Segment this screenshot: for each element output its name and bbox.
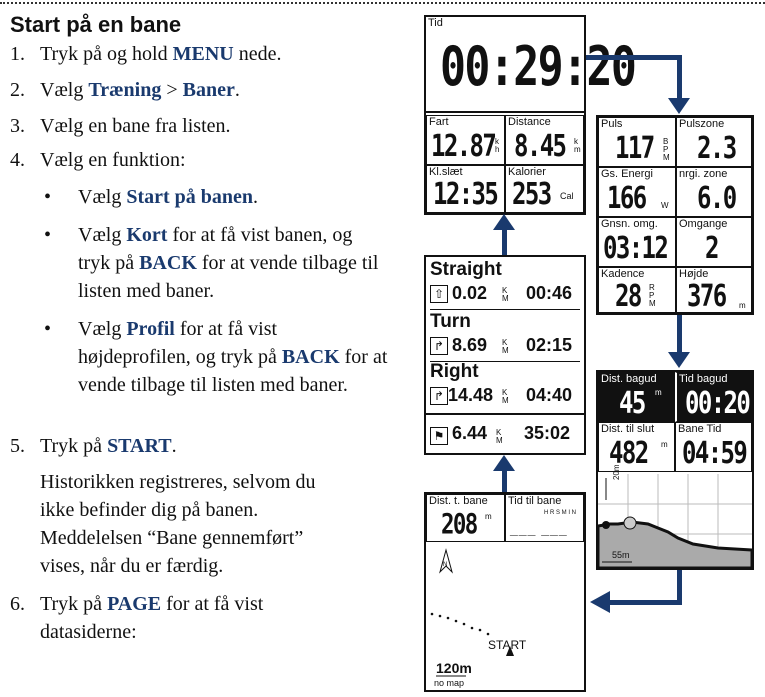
- arrow-left-3: [610, 600, 682, 605]
- screen-turns: Straight ⇧ 0.02 K M 00:46 Turn ↱ 8.69 K …: [424, 255, 586, 455]
- turn-item: Turn ↱ 8.69 K M 02:15: [430, 311, 580, 362]
- field-unit: Cal: [560, 191, 574, 201]
- data-field: Distance 8.45 k m: [505, 115, 584, 165]
- field-unit: k h: [495, 137, 500, 154]
- turn-item: Straight ⇧ 0.02 K M 00:46: [430, 259, 580, 310]
- arrow-down-2: [677, 315, 682, 355]
- step-text: Tryk på START.: [40, 435, 177, 457]
- total-row: ⚑ 6.44 K M 35:02: [430, 421, 580, 451]
- start-label: START: [488, 638, 527, 652]
- arrowhead-down-1: [668, 98, 690, 114]
- no-map-label: no map: [434, 678, 465, 688]
- bullet-text: Vælg Profil for at få vist højdeprofilen…: [78, 318, 388, 396]
- arrowhead-down-2: [668, 352, 690, 368]
- arrow-down-1: [677, 55, 682, 100]
- arrow-left-3-vert: [677, 570, 682, 605]
- bullet-text: Vælg Kort for at få vist banen, og tryk …: [78, 224, 379, 302]
- arrow-right-1: [586, 55, 682, 60]
- field-label: Distance: [508, 116, 551, 128]
- field-label: Tid: [428, 17, 443, 29]
- field-label: Fart: [429, 116, 449, 128]
- field-label: Kalorier: [508, 166, 546, 178]
- time-field: Tid 00:29:20: [426, 17, 637, 113]
- elevation-profile: [598, 474, 752, 568]
- flag-icon: ⚑: [430, 427, 448, 445]
- bullet-dot: •: [44, 224, 52, 246]
- bullet-text: Vælg Start på banen.: [78, 186, 259, 208]
- arrowhead-up-4: [493, 455, 515, 471]
- field-value: 253: [512, 177, 552, 212]
- step-text: Tryk på PAGE for at få vist datasiderne:: [40, 593, 264, 643]
- step-number: 5.: [10, 435, 25, 457]
- field-label: Kl.slæt: [429, 166, 463, 178]
- data-field: Kl.slæt 12:35: [426, 165, 505, 213]
- field-value: 12.87: [431, 129, 497, 164]
- instructions: Start på en bane: [10, 12, 400, 42]
- screen-time: Tid 00:29:20 Fart 12.87 k h Distance 8.4…: [424, 15, 637, 215]
- field-value: 00:29:20: [440, 35, 637, 98]
- field-value: 12:35: [433, 177, 499, 212]
- step-text: Vælg Træning > Baner.: [40, 79, 240, 101]
- x-scale-label: 55m: [612, 550, 630, 560]
- step-text: Tryk på og hold MENU nede.: [40, 43, 282, 65]
- data-field: Fart 12.87 k h: [426, 115, 505, 165]
- step-5-paragraph: Historikken registreres, selvom du ikke …: [40, 471, 316, 577]
- step-number: 4.: [10, 149, 25, 171]
- map-area: N: [430, 548, 514, 677]
- turn-right-icon: ↱: [430, 337, 448, 355]
- data-field: Kalorier 253 Cal: [505, 165, 584, 213]
- y-scale-label: 20m: [612, 464, 621, 480]
- turn-right-icon: ↱: [430, 387, 448, 405]
- data-field: Tid til bane___ ___H R S M I N: [505, 494, 584, 542]
- straight-arrow-icon: ⇧: [430, 285, 448, 303]
- bullet-dot: •: [44, 318, 52, 340]
- arrow-up-5: [502, 230, 507, 255]
- data-field: Gnsn. omg.03:12: [598, 217, 676, 267]
- top-dotted-rule: [0, 2, 765, 4]
- step-number: 2.: [10, 79, 25, 101]
- field-value: 8.45: [514, 129, 567, 164]
- map-scale: 120m: [436, 660, 472, 676]
- step-number: 1.: [10, 43, 25, 65]
- step-number: 6.: [10, 593, 25, 615]
- arrow-up-4: [502, 470, 507, 492]
- field-unit: k m: [574, 137, 581, 154]
- step-text: Vælg en bane fra listen.: [40, 115, 231, 137]
- step-number: 3.: [10, 115, 25, 137]
- arrowhead-left-3: [590, 591, 610, 613]
- svg-text:N: N: [443, 562, 447, 568]
- step-text: Vælg en funktion:: [40, 149, 186, 171]
- arrowhead-up-5: [493, 214, 515, 230]
- turn-item: Right ↱ 14.48 K M 04:40: [430, 361, 573, 405]
- section-heading: Start på en bane: [10, 12, 182, 37]
- bullet-dot: •: [44, 186, 52, 208]
